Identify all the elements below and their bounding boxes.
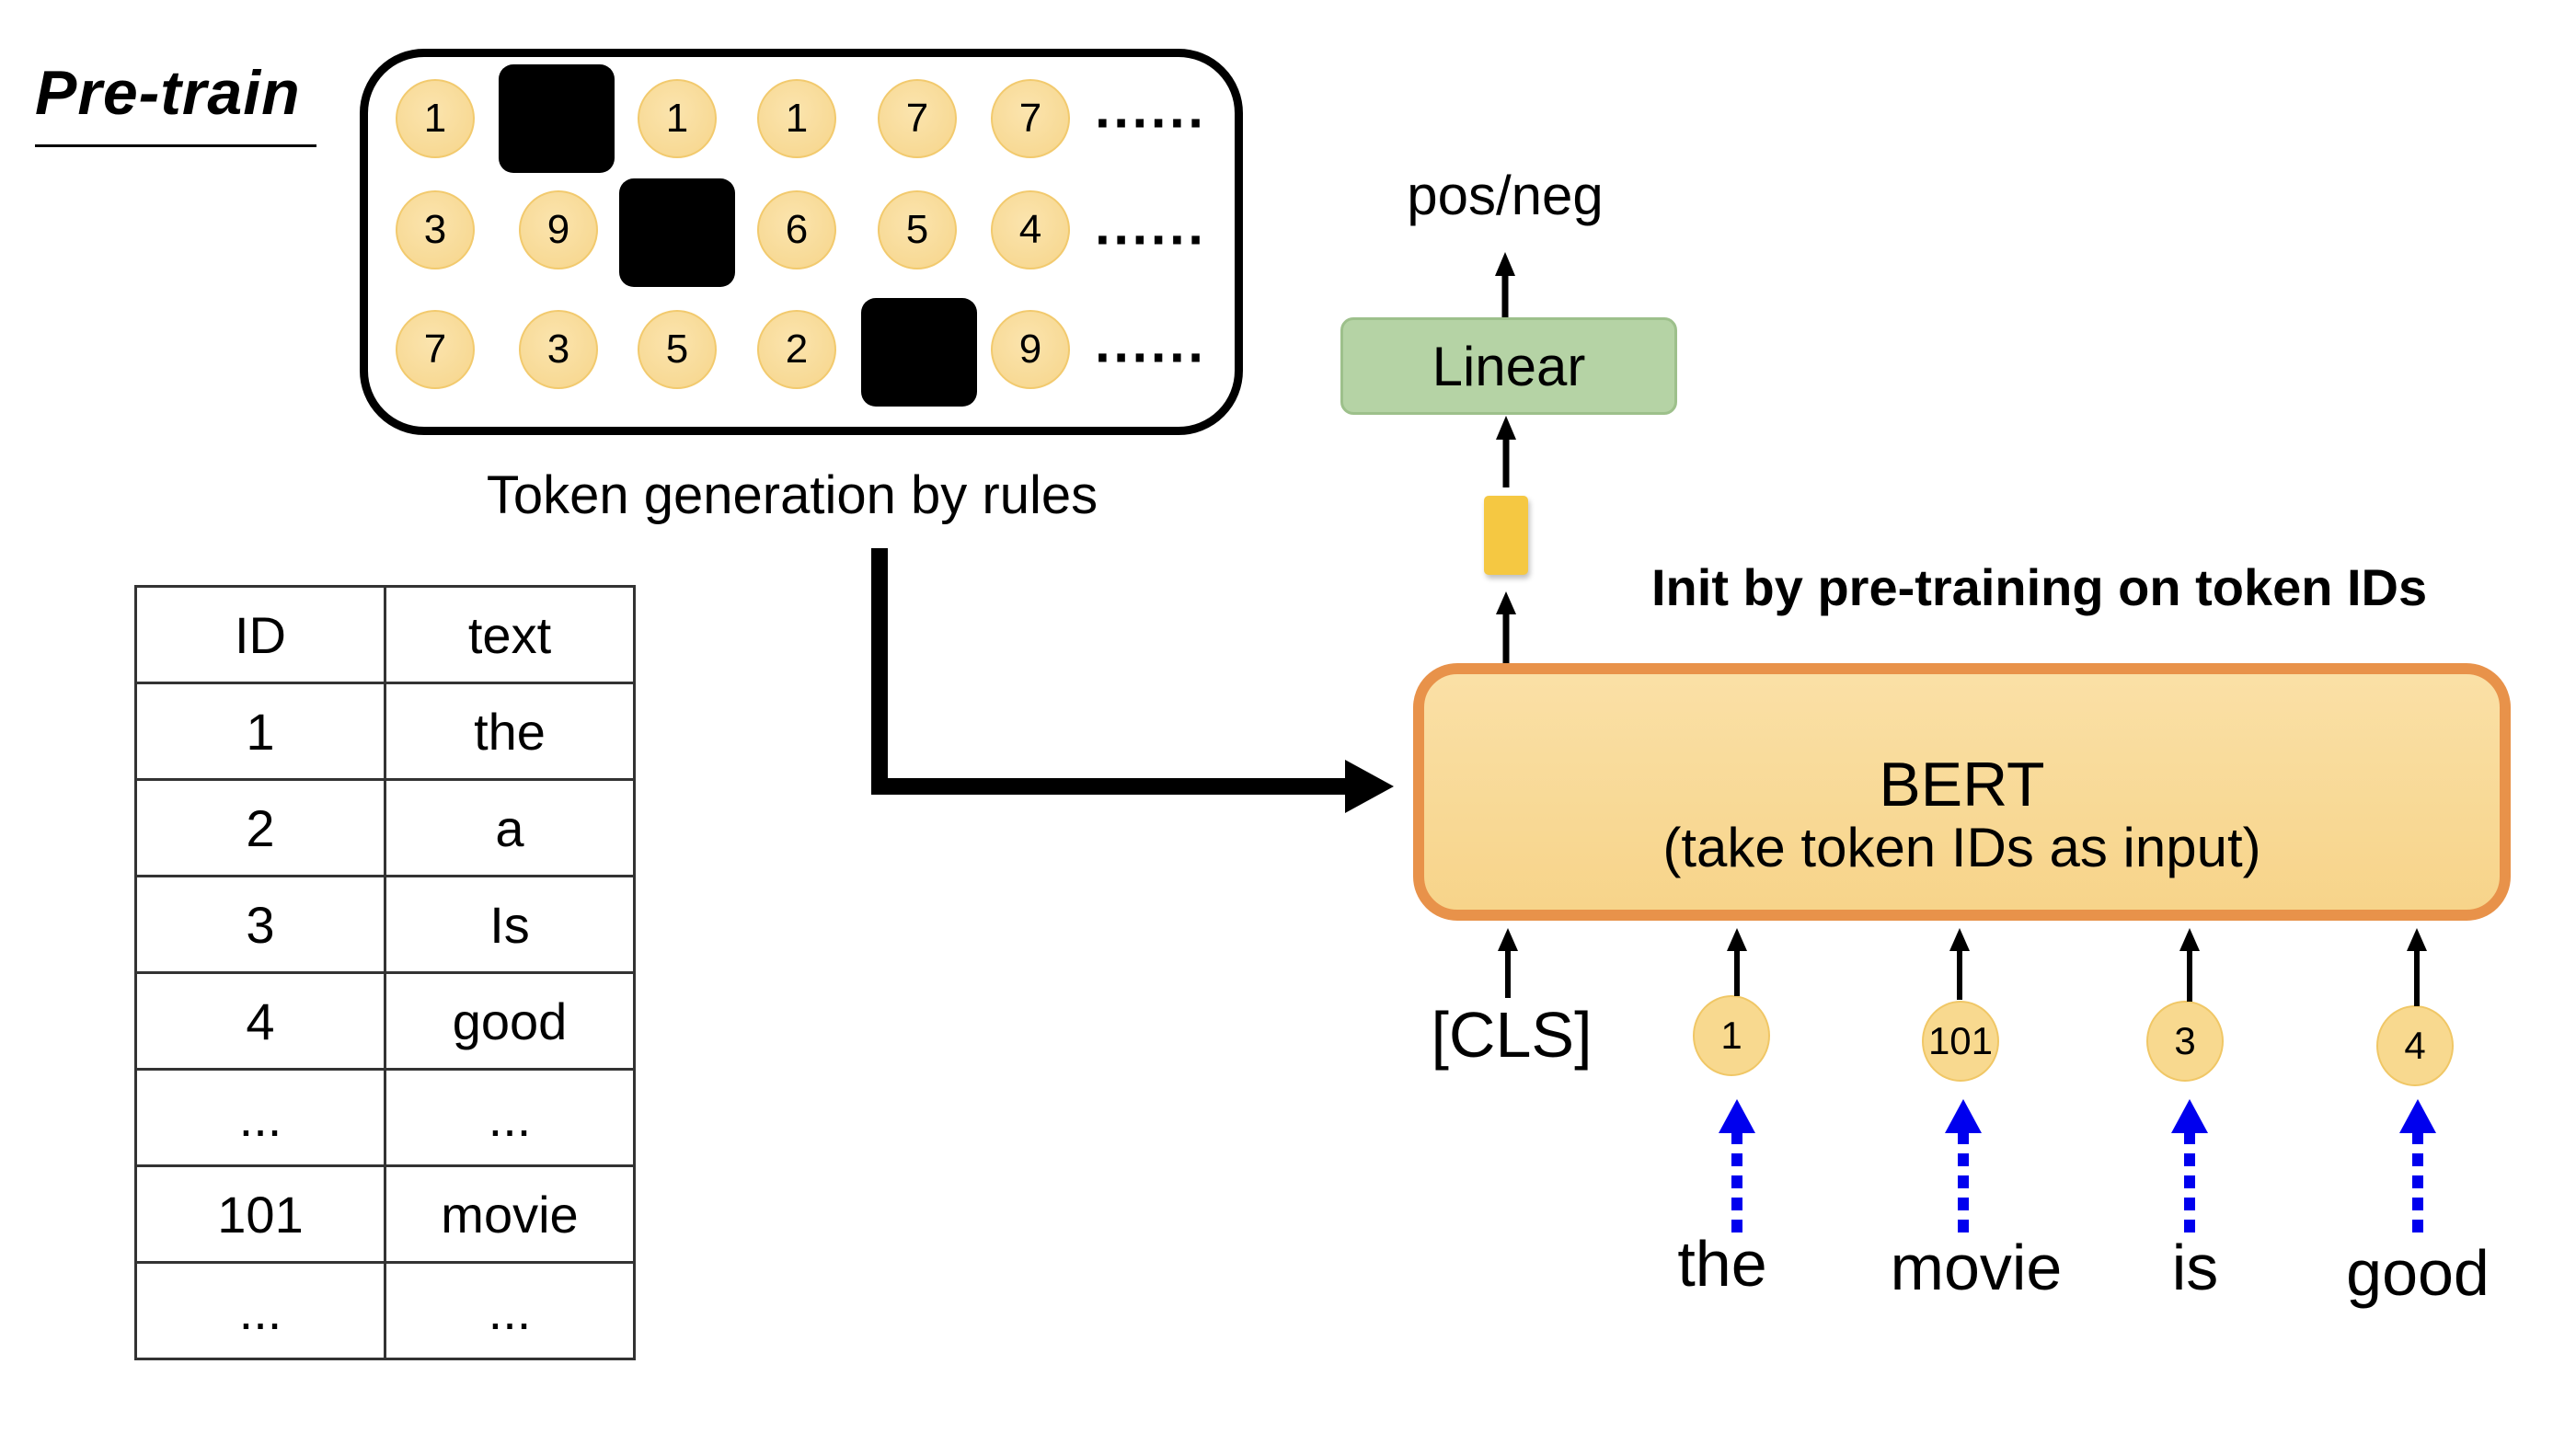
mask-token: [499, 64, 615, 173]
token-circle: 9: [991, 310, 1070, 389]
table-row: 1 the: [134, 682, 636, 781]
token-circle: 5: [638, 310, 717, 389]
cell-id: ...: [134, 1261, 386, 1360]
pretrain-title: Pre-train: [35, 58, 301, 128]
token-circle: 3: [519, 310, 598, 389]
transfer-arrow: [871, 548, 1345, 795]
cell-text: ...: [384, 1068, 636, 1167]
cell-id: 3: [134, 875, 386, 974]
vocab-table: ID text 1 the 2 a 3 Is 4 good ... ... 10…: [134, 585, 636, 1360]
token-generation-caption: Token generation by rules: [486, 465, 1098, 525]
token-circle: 1: [396, 79, 475, 158]
table-row: 2 a: [134, 778, 636, 877]
lookup-arrows: [1719, 1099, 2436, 1232]
output-label: pos/neg: [1407, 165, 1604, 226]
arrowhead: [1496, 416, 1516, 440]
input-word: is: [2171, 1232, 2219, 1303]
cell-text: ...: [384, 1261, 636, 1360]
cell-text: movie: [384, 1164, 636, 1264]
init-label: Init by pre-training on token IDs: [1651, 558, 2428, 616]
mask-token: [861, 298, 977, 407]
token-circle: 5: [878, 190, 957, 269]
cell-text: a: [384, 778, 636, 877]
table-header-row: ID text: [134, 585, 636, 684]
token-circle: 1: [757, 79, 836, 158]
token-circle: 6: [757, 190, 836, 269]
cell-text: good: [384, 971, 636, 1071]
token-circle: 1: [638, 79, 717, 158]
input-token-id: 4: [2376, 1005, 2454, 1086]
cls-feature-vector: [1484, 496, 1528, 575]
token-circle: 2: [757, 310, 836, 389]
cell-id: 4: [134, 971, 386, 1071]
token-circle: 7: [878, 79, 957, 158]
input-arrows: [1498, 928, 2427, 1006]
table-row: 101 movie: [134, 1164, 636, 1264]
table-row: ... ...: [134, 1068, 636, 1167]
input-token-id: 1: [1693, 995, 1770, 1076]
input-token-id: 3: [2146, 1001, 2224, 1082]
cell-text: the: [384, 682, 636, 781]
token-circle: 4: [991, 190, 1070, 269]
header-text: text: [384, 585, 636, 684]
bert-subtitle: (take token IDs as input): [1662, 817, 2261, 878]
pretrain-title-underline: [35, 144, 316, 147]
arrowhead: [1495, 252, 1515, 276]
ellipsis: ......: [1094, 203, 1206, 256]
token-circle: 9: [519, 190, 598, 269]
cell-id: 1: [134, 682, 386, 781]
token-circle: 7: [991, 79, 1070, 158]
token-circle: 7: [396, 310, 475, 389]
arrowhead: [1496, 591, 1516, 614]
bert-box: BERT (take token IDs as input): [1413, 663, 2511, 921]
header-id: ID: [134, 585, 386, 684]
cell-id: ...: [134, 1068, 386, 1167]
input-word: good: [2346, 1237, 2490, 1309]
mask-token: [619, 178, 735, 287]
cell-id: 2: [134, 778, 386, 877]
table-row: ... ...: [134, 1261, 636, 1360]
table-row: 3 Is: [134, 875, 636, 974]
token-circle: 3: [396, 190, 475, 269]
table-row: 4 good: [134, 971, 636, 1071]
input-word: the: [1677, 1228, 1767, 1300]
cell-id: 101: [134, 1164, 386, 1264]
transfer-arrow-head: [1345, 760, 1394, 813]
ellipsis: ......: [1094, 86, 1206, 139]
cls-token-label: [CLS]: [1431, 999, 1593, 1071]
token-sequence-box: [360, 49, 1243, 435]
cell-text: Is: [384, 875, 636, 974]
ellipsis: ......: [1094, 321, 1206, 373]
input-word: movie: [1890, 1232, 2063, 1303]
linear-layer-box: Linear: [1340, 317, 1677, 415]
bert-title: BERT: [1879, 750, 2045, 820]
input-token-id: 101: [1922, 1001, 1999, 1082]
